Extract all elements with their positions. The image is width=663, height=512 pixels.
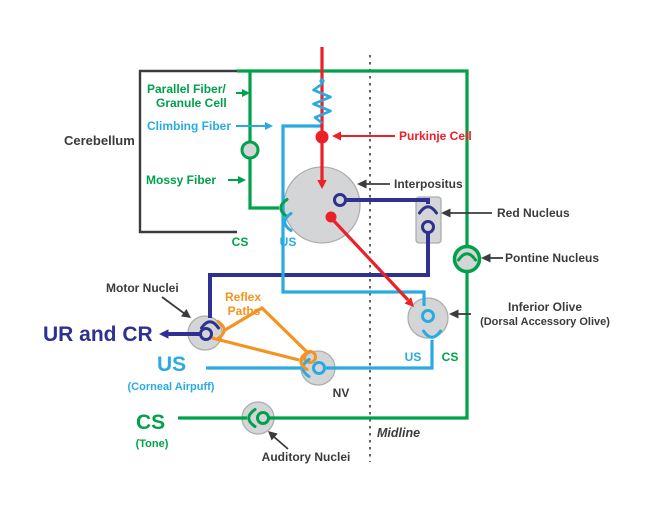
motor-label-arrow-line [161,296,186,315]
granule-cell-soma [240,140,260,160]
inferior-olive-label-line2: (Dorsal Accessory Olive) [480,316,610,328]
interpositus-inhibited-cell [325,211,337,223]
cs-pontine-line [268,272,469,420]
red-nucleus-label: Red Nucleus [497,206,570,220]
reflex-path-upper-line [224,305,309,354]
auditory-label-arrowhead [268,431,278,441]
climbing-fiber-zigzag [312,82,332,125]
purkinje-cell-label: Purkinje Cell [399,129,472,143]
reflex-paths-label-line1: Reflex [225,290,261,304]
red-nucleus-label-arrowhead [441,208,451,218]
interpositus-olive-arrowhead [404,297,414,307]
purkinje-soma [315,130,329,144]
motor-label-arrowhead [181,309,191,318]
interpositus-rednucleus-line [344,198,430,204]
motor-output-arrowhead [159,329,169,339]
us-fiber-tag-cerebellum: US [280,235,297,249]
cs-sublabel: (Tone) [136,438,169,450]
cerebellum-label: Cerebellum [64,133,135,148]
climbing-fiber-line [281,124,426,306]
us-sublabel: (Corneal Airpuff) [128,381,215,393]
pontine-label-arrowhead [481,253,491,263]
purkinje-axon-arrowhead [317,180,327,189]
cerebellum-bracket [138,69,237,234]
mossy-fiber-arrowhead [238,176,246,184]
olive-label-arrowhead [449,309,459,319]
inferior-olive-label-line1: Inferior Olive [508,300,582,314]
purkinje-label-arrowhead [332,131,341,141]
reflex-path-lower-line [211,336,300,362]
rednucleus-motor-line [208,232,430,318]
auditory-label-arrow-line [272,435,289,450]
motor-nuclei-label: Motor Nuclei [106,281,179,295]
cs-fiber-tag-cerebellum: CS [232,235,249,249]
parallel-fiber-line [237,69,469,247]
climbing-fiber-arrowhead [265,122,273,130]
interpositus-label-arrowhead [357,179,367,189]
parallel-fiber-label-line2: Granule Cell [156,96,227,110]
mossy-fiber-label: Mossy Fiber [146,173,216,187]
interpositus-label: Interpositus [394,177,463,191]
climbing-fiber-label: Climbing Fiber [147,119,231,133]
nv-label: NV [333,386,350,400]
parallel-fiber-label-line1: Parallel Fiber/ [147,82,226,96]
nv-olive-line [326,340,434,370]
reflex-paths-label-line2: Paths [228,304,261,318]
climbing-fiber-tip-dot [319,78,325,84]
cs-fiber-tag-olive: CS [442,350,459,364]
pontine-nucleus-label: Pontine Nucleus [505,251,599,265]
midline-label: Midline [377,426,420,440]
cs-label: CS [136,411,165,434]
inferior-olive-node [407,297,449,339]
auditory-nuclei-label: Auditory Nuclei [262,450,351,464]
interpositus-olive-line [332,219,410,302]
parallel-fiber-arrowhead [242,89,250,97]
ur-cr-label: UR and CR [43,323,153,346]
mossy-fiber-line [248,71,279,210]
us-fiber-tag-olive: US [405,350,422,364]
us-label: US [157,353,186,376]
